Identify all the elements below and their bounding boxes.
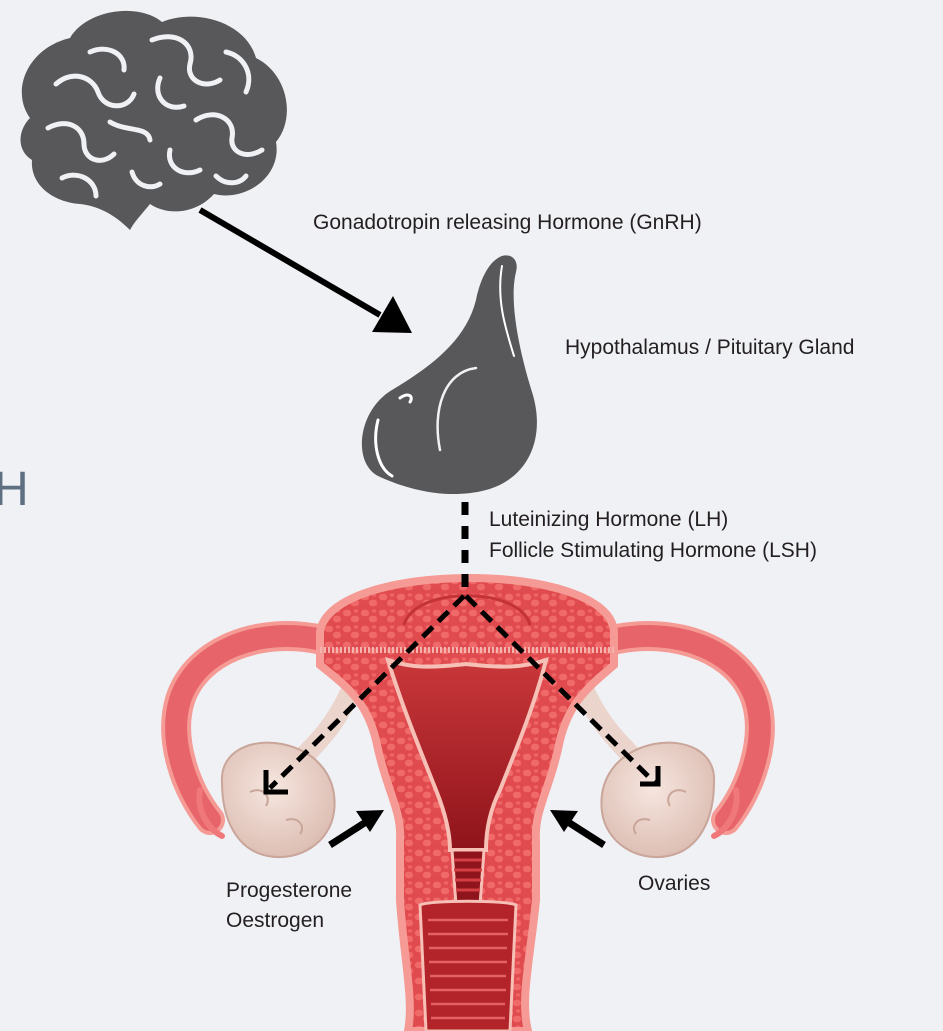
arrow-hormones-to-uterus [330,810,384,845]
oestrogen-label: Oestrogen [226,906,324,935]
pituitary-gland-icon [362,255,537,494]
gnrh-label: Gonadotropin releasing Hormone (GnRH) [313,208,702,237]
ovaries-label: Ovaries [638,869,710,898]
progesterone-label: Progesterone [226,876,352,905]
right-ovary-icon [601,743,714,857]
left-ovary-icon [222,743,335,857]
uterus-icon [320,578,614,1031]
lh-label: Luteinizing Hormone (LH) [489,505,728,534]
fsh-label: Follicle Stimulating Hormone (LSH) [489,536,817,565]
brain-icon [21,11,287,230]
pituitary-label: Hypothalamus / Pituitary Gland [565,333,854,362]
edge-letter: H [0,462,29,518]
arrow-ovaries-to-uterus [550,810,604,845]
